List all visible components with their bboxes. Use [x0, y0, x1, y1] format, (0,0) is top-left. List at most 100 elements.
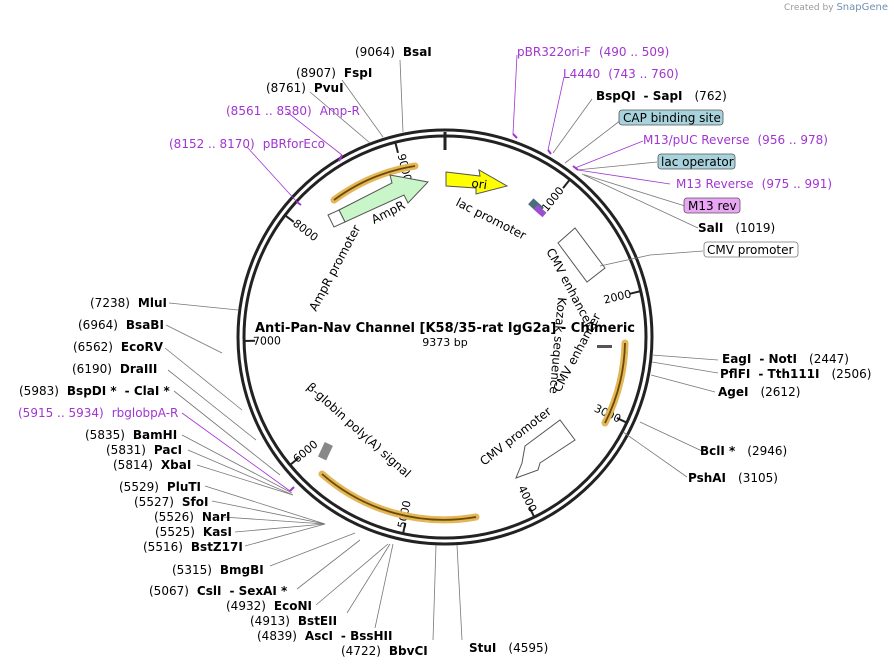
label-bspdi[interactable]: (5983)BspDI *- ClaI * [19, 384, 170, 398]
bglobin-label: β-globin poly(A) signal [304, 380, 414, 481]
m13-rev-box[interactable] [683, 197, 741, 214]
label-fspi-b: FspI [344, 66, 372, 80]
cmv-promoter-arrow[interactable] [515, 419, 576, 479]
cap-binding-site-box[interactable] [618, 109, 724, 126]
label-pshai-b: (3105) [738, 471, 778, 485]
label-bamhi[interactable]: (5835)BamHI [85, 428, 177, 442]
label-econi[interactable]: (4932) EcoNI [226, 599, 312, 613]
ampr-arrow[interactable] [338, 174, 429, 223]
ampr-promoter-arrow[interactable] [327, 209, 346, 228]
label-m13r-b: (975 .. 991) [762, 177, 832, 191]
label-bbvci-b: BbvCI [389, 644, 428, 658]
primer-markers [289, 133, 579, 492]
label-bspqi-c: (762) [695, 89, 727, 103]
label-mlui[interactable]: (7238)MluI [90, 296, 167, 310]
label-bbvci[interactable]: (4722) BbvCI [341, 644, 428, 658]
label-l4440-b: (743 .. 760) [608, 67, 678, 81]
label-bamhi-a: (5835) [85, 428, 125, 442]
label-pbrforeco[interactable]: (8152 .. 8170)pBRforEco [169, 137, 325, 151]
label-bstz17i[interactable]: (5516)BstZ17I [143, 540, 243, 554]
cmv-enhancer-1-arrow[interactable] [557, 227, 606, 283]
label-bcli-a: BclI * [700, 444, 736, 458]
label-mlui-a: (7238) [90, 296, 130, 310]
label-fspi[interactable]: (8907) FspI [296, 66, 372, 80]
label-rbglobpa-b: rbglobpA-R [112, 406, 179, 420]
label-agei[interactable]: AgeI(2612) [718, 385, 800, 399]
label-eagi-b: - NotI [759, 352, 797, 366]
label-bsteii-b: BstEII [298, 614, 337, 628]
label-kasi[interactable]: (5525)KasI [155, 525, 232, 539]
label-pflfi-c: (2506) [832, 367, 872, 381]
label-bmgbi-b: BmgBI [220, 563, 264, 577]
lac-operator-block[interactable] [533, 204, 547, 218]
label-m13puc[interactable]: M13/pUC Reverse (956 .. 978) [643, 133, 828, 147]
label-pbr322ori[interactable]: pBR322ori-F(490 .. 509) [517, 45, 669, 59]
label-paci[interactable]: (5831) PacI [106, 443, 182, 457]
label-m13rev[interactable]: M13 rev [688, 199, 737, 213]
label-bmgbi[interactable]: (5315)BmgBI [172, 563, 264, 577]
label-ecorv[interactable]: (6562)EcoRV [73, 340, 164, 354]
label-pvui[interactable]: (8761)PvuI [266, 81, 344, 95]
label-fspi-a: (8907) [296, 66, 336, 80]
label-eagi[interactable]: EagI- NotI(2447) [722, 352, 849, 366]
plasmid-name: Anti-Pan-Nav Channel [K58/35-rat IgG2a] … [255, 321, 635, 336]
label-bspqi-b: - SapI [644, 89, 683, 103]
label-bstz17i-a: (5516) [143, 540, 183, 554]
ori-arrow[interactable] [445, 169, 509, 195]
label-bsabi[interactable]: (6964)BsaBI [78, 318, 164, 332]
label-pflfi-a: PflFI [720, 367, 750, 381]
label-pbr322ori-a: pBR322ori-F [517, 45, 591, 59]
label-bbvci-a: (4722) [341, 644, 381, 658]
label-cap[interactable]: CAP binding site [623, 111, 721, 125]
label-bsai-b: BsaI [403, 45, 432, 59]
label-lacop[interactable]: lac operator [661, 155, 734, 169]
lac-operator-box[interactable] [657, 153, 736, 170]
label-asci[interactable]: (4839)AscI- BssHII [257, 629, 392, 643]
label-pbrforeco-b: pBRforEco [263, 137, 325, 151]
scale-tick [629, 290, 641, 295]
label-nari[interactable]: (5526)NarI [154, 510, 230, 524]
label-cmvprom[interactable]: CMV promoter [707, 243, 794, 257]
kozak-block[interactable] [597, 345, 612, 348]
label-bcli[interactable]: BclI *(2946) [700, 444, 787, 458]
bglobin-block[interactable] [317, 442, 333, 461]
label-paci-a: (5831) [106, 443, 146, 457]
plasmid-length: 9373 bp [422, 336, 467, 349]
label-m13puc-b: (956 .. 978) [758, 133, 828, 147]
label-l4440[interactable]: L4440 (743 .. 760) [563, 67, 679, 81]
label-l4440-a: L4440 [563, 67, 600, 81]
label-m13puc-a: M13/pUC Reverse [643, 133, 750, 147]
label-sali[interactable]: SalI(1019) [698, 221, 775, 235]
label-bspqi[interactable]: BspQI - SapI (762) [596, 89, 727, 103]
label-csli-a: (5067) [149, 584, 189, 598]
label-bspqi-a: BspQI [596, 89, 636, 103]
label-sfoi[interactable]: (5527)SfoI [134, 495, 208, 509]
label-ampr_primer-b: Amp-R [320, 104, 360, 118]
label-bsabi-b: BsaBI [126, 318, 164, 332]
label-econi-b: EcoNI [274, 599, 312, 613]
scale-tick [394, 142, 399, 154]
label-ampr_primer[interactable]: (8561 .. 8580) Amp-R [226, 104, 360, 118]
label-stui[interactable]: StuI(4595) [469, 641, 548, 655]
label-pshai[interactable]: PshAI(3105) [688, 471, 778, 485]
label-pluti[interactable]: (5529)PluTI [119, 480, 201, 494]
label-draiii[interactable]: (6190)DraIII [72, 362, 157, 376]
label-paci-b: PacI [154, 443, 182, 457]
label-rbglobpa[interactable]: (5915 .. 5934) rbglobpA-R [18, 406, 178, 420]
label-rbglobpa-a: (5915 .. 5934) [18, 406, 104, 420]
label-m13r[interactable]: M13 Reverse(975 .. 991) [676, 177, 832, 191]
label-bsteii[interactable]: (4913)BstEII [250, 614, 337, 628]
label-econi-a: (4932) [226, 599, 266, 613]
label-bsai[interactable]: (9064) BsaI [355, 45, 432, 59]
label-bspdi-a: (5983) [19, 384, 59, 398]
label-pflfi[interactable]: PflFI- Tth111I(2506) [720, 367, 871, 381]
cmv-promoter-box[interactable] [703, 241, 799, 258]
label-xbai[interactable]: (5814)XbaI [113, 458, 191, 472]
scale-tick-label: 6000 [291, 438, 321, 466]
label-bsai-a: (9064) [355, 45, 395, 59]
label-m13rev-a: M13 rev [688, 199, 737, 213]
label-ampr_primer-a: (8561 .. 8580) [226, 104, 312, 118]
label-csli[interactable]: (5067)CslI- SexAI * [149, 584, 288, 598]
label-asci-b: AscI [305, 629, 333, 643]
